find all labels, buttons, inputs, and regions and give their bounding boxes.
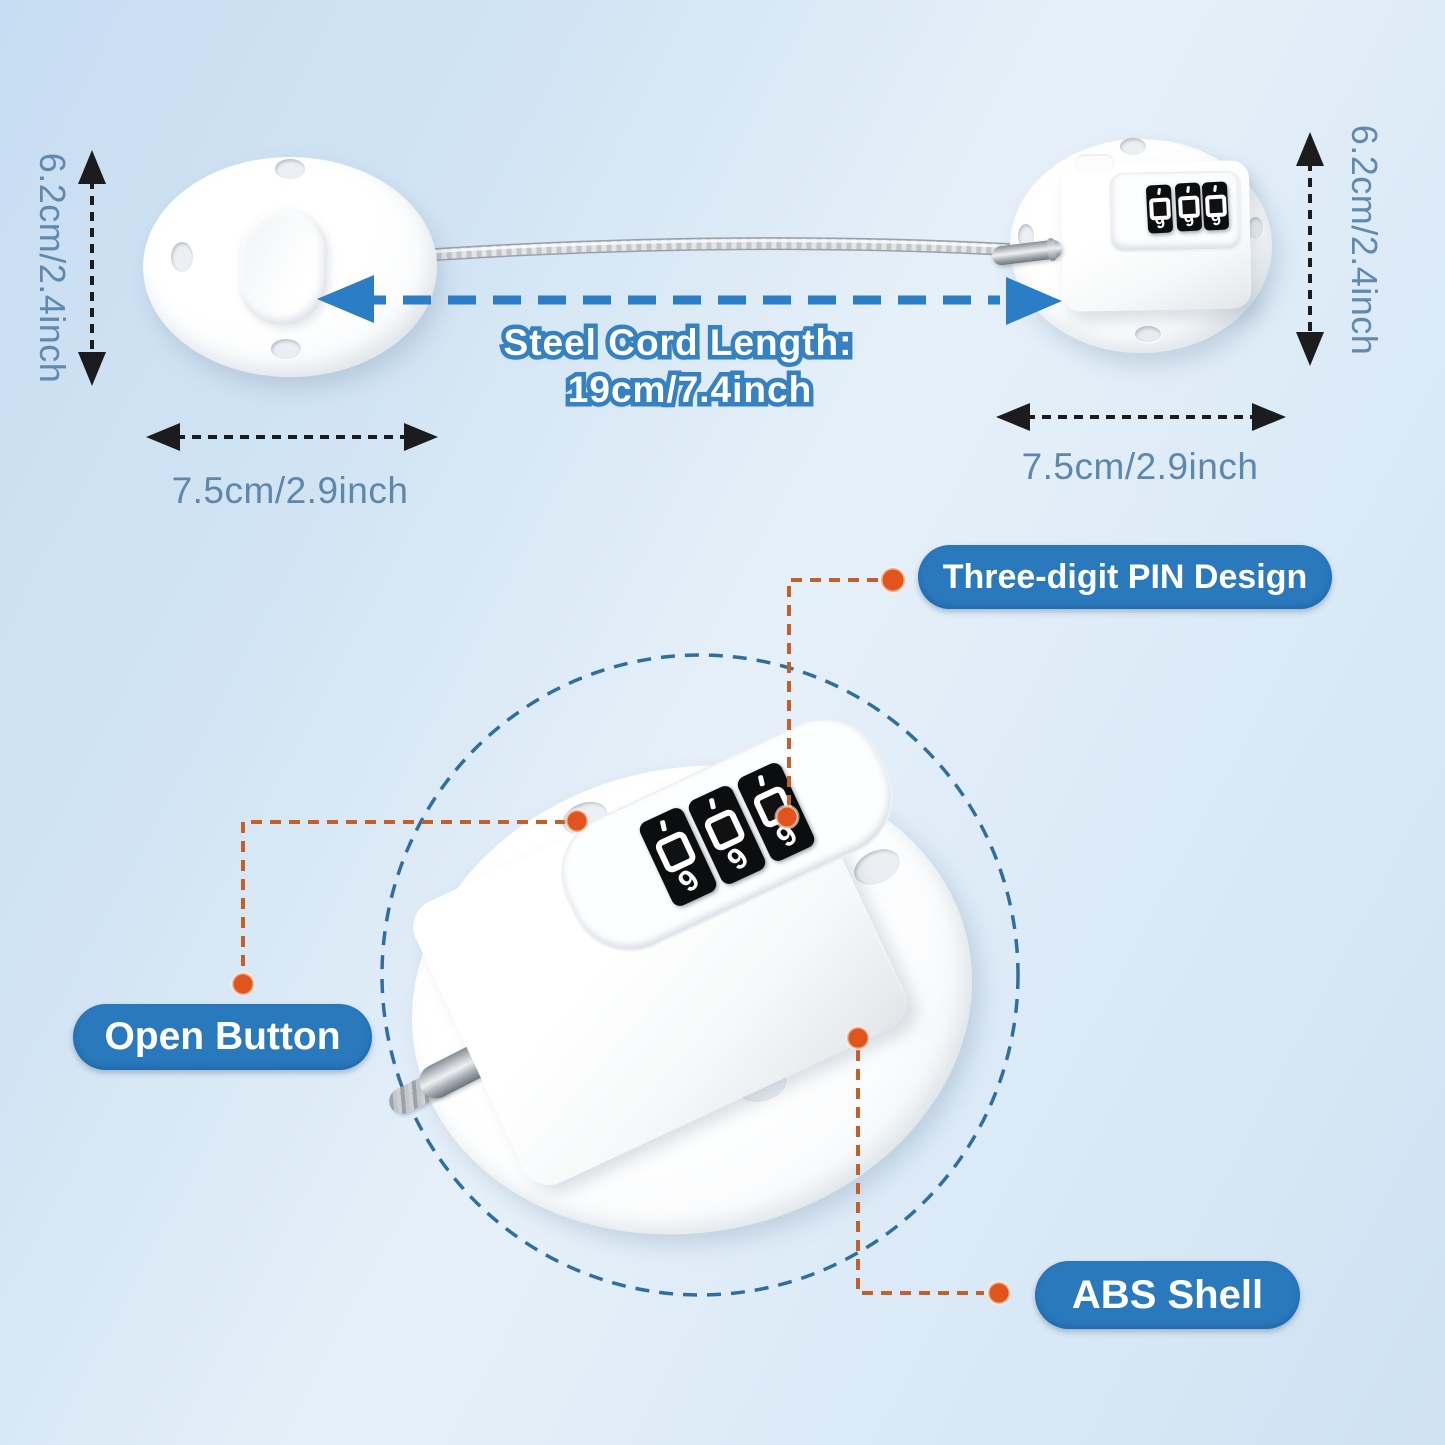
left-height-arrow: [78, 150, 106, 386]
pad-indent: [1135, 326, 1161, 342]
dial-tick: [757, 774, 766, 787]
right-width-label: 7.5cm/2.9inch: [1021, 446, 1259, 487]
open-button-callout-pill: Open Button: [73, 1004, 372, 1070]
dial-tick: [659, 819, 668, 832]
dial-tick: [1185, 185, 1190, 194]
pad-indent: [1248, 217, 1263, 239]
left-width-label: 7.5cm/2.9inch: [171, 470, 409, 511]
abs-shell-callout-pill: ABS Shell: [1035, 1261, 1300, 1329]
left-height-label: 6.2cm/2.4inch: [32, 152, 73, 384]
pad-indent: [275, 159, 305, 179]
combination-dial[interactable]: 9: [1201, 181, 1230, 231]
combination-dial[interactable]: 9: [1174, 182, 1203, 232]
cord-length-value: 19cm/7.4inch: [568, 369, 813, 411]
pad-anchor-bump: [236, 206, 330, 327]
pad-indent: [1120, 138, 1146, 155]
right-height-arrow: [1296, 132, 1324, 366]
cord-length-title: Steel Cord Length:: [504, 322, 853, 364]
lock-top-tab: [1076, 155, 1113, 173]
dial-tick: [1156, 187, 1161, 196]
pad-indent: [171, 242, 193, 272]
pin-design-callout-pill: Three-digit PIN Design: [918, 545, 1332, 609]
right-width-arrow: [996, 403, 1286, 431]
dial-tick: [1212, 184, 1217, 193]
right-height-label: 6.2cm/2.4inch: [1344, 124, 1385, 356]
pad-indent: [271, 339, 301, 359]
combination-dial[interactable]: 9: [1145, 184, 1174, 234]
left-width-arrow: [146, 423, 438, 451]
dial-tick: [708, 797, 717, 810]
